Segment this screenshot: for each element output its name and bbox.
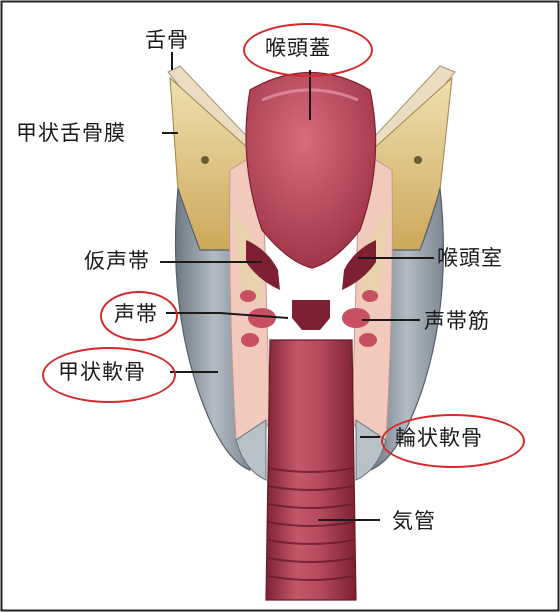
label-epiglottis: 喉頭蓋 [265, 36, 331, 60]
label-trachea: 気管 [392, 509, 436, 533]
label-thyroid-cartilage: 甲状軟骨 [58, 360, 146, 384]
airway [292, 300, 330, 330]
label-cricoid-cartilage: 輪状軟骨 [395, 426, 483, 450]
label-laryngeal-ventricle: 喉頭室 [437, 246, 503, 270]
label-false-vocal-cord: 仮声帯 [84, 249, 150, 273]
label-thyrohyoid-membrane: 甲状舌骨膜 [16, 121, 126, 145]
label-vocalis-muscle: 声帯筋 [424, 309, 490, 333]
label-vocal-cord: 声帯 [114, 302, 158, 326]
label-hyoid: 舌骨 [145, 28, 189, 52]
